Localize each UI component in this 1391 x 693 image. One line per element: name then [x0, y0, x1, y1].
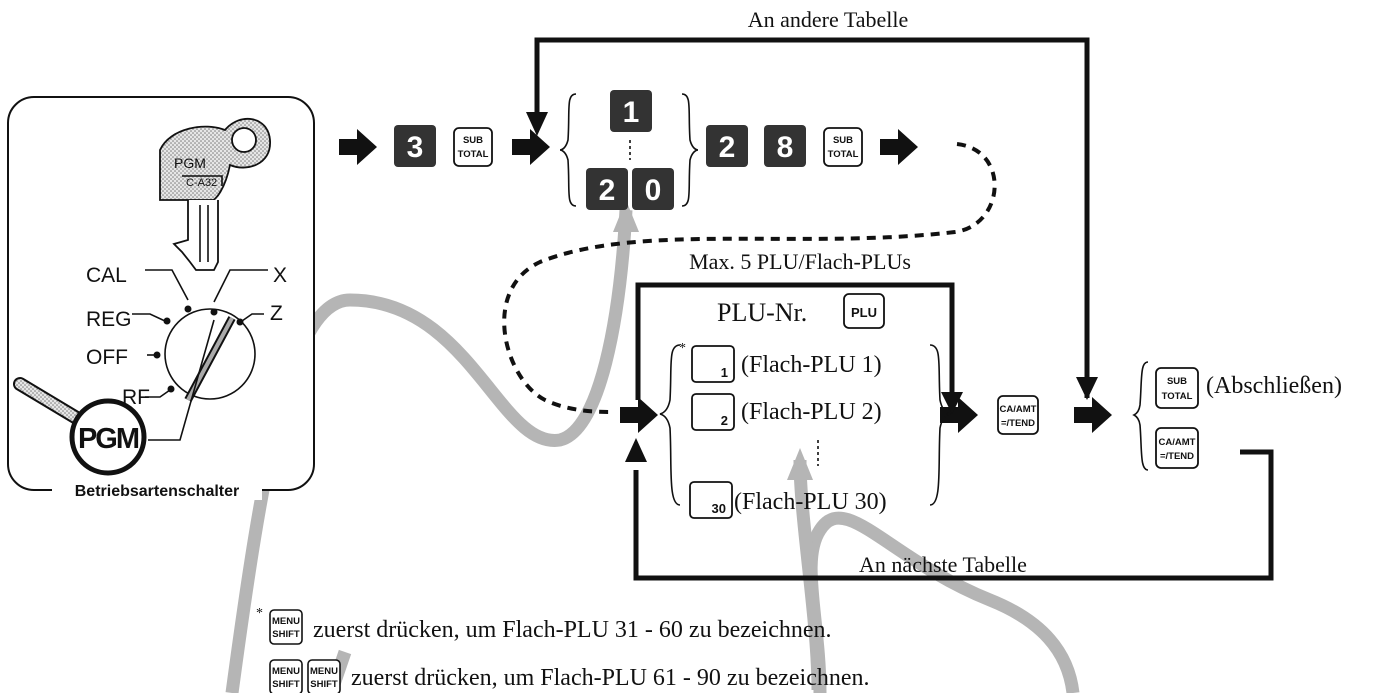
key-subtotal-second: SUB TOTAL: [823, 127, 863, 167]
svg-text:2: 2: [599, 174, 616, 207]
pgm-magnifier-icon: PGM: [13, 377, 147, 476]
arrow-icon: [940, 397, 978, 433]
label-flat-plu-1: (Flach-PLU 1): [741, 352, 882, 378]
svg-text:MENU: MENU: [272, 616, 300, 627]
svg-text:TOTAL: TOTAL: [828, 149, 859, 160]
key-1: 1: [610, 90, 652, 132]
key-flat-plu-2: 2: [691, 393, 735, 431]
svg-text:8: 8: [777, 131, 794, 164]
arrow-icon: [880, 129, 918, 165]
svg-text:CA/AMT: CA/AMT: [1159, 437, 1196, 448]
arrow-icon: [1074, 397, 1112, 433]
key-flat-plu-1: 1: [691, 345, 735, 383]
svg-text:SUB: SUB: [833, 135, 853, 146]
label-max-plu: Max. 5 PLU/Flach-PLUs: [689, 249, 911, 274]
position-rf: RF: [122, 386, 150, 409]
loop-next-table: An nächste Tabelle: [625, 438, 1274, 581]
key-model-label: C-A32: [186, 177, 217, 189]
svg-text:0: 0: [645, 174, 662, 207]
svg-text:MENU: MENU: [272, 666, 300, 677]
flow-arrows: [339, 129, 1112, 433]
svg-text:TOTAL: TOTAL: [458, 149, 489, 160]
key-menu-shift-2b: MENU SHIFT: [307, 659, 341, 693]
label-other-table: An andere Tabelle: [748, 7, 909, 32]
svg-text:1: 1: [721, 365, 728, 380]
label-finish: (Abschließen): [1206, 373, 1342, 399]
loop-other-table: An andere Tabelle: [526, 7, 1098, 400]
footnotes: * MENU SHIFT zuerst drücken, um Flach-PL…: [256, 606, 870, 693]
key-2-second: 2: [706, 125, 748, 167]
key-subtotal-finish: SUB TOTAL: [1155, 367, 1199, 409]
position-off: OFF: [86, 346, 128, 369]
label-plu-no: PLU-Nr.: [717, 298, 807, 327]
key-3: 3: [394, 125, 436, 167]
key-subtotal: SUB TOTAL: [453, 127, 493, 167]
key-2: 2: [586, 168, 628, 210]
key-menu-shift: MENU SHIFT: [269, 609, 303, 645]
label-flat-plu-30: (Flach-PLU 30): [734, 489, 887, 515]
svg-text:3: 3: [407, 131, 424, 164]
key-ca-amt-tend-second: CA/AMT =/TEND: [1155, 427, 1199, 469]
svg-text:SHIFT: SHIFT: [310, 679, 338, 690]
position-z: Z: [270, 302, 283, 325]
note-asterisk: *: [256, 606, 263, 621]
svg-text:TOTAL: TOTAL: [1162, 391, 1193, 402]
key-label: PGM: [174, 155, 206, 171]
svg-text:CA/AMT: CA/AMT: [1000, 404, 1037, 415]
key-plu: PLU: [843, 293, 885, 329]
svg-text:MENU: MENU: [310, 666, 338, 677]
key-ca-amt-tend: CA/AMT =/TEND: [997, 395, 1039, 435]
arrow-icon: [339, 129, 377, 165]
svg-text:=/TEND: =/TEND: [1160, 451, 1194, 462]
arrow-icon: [620, 397, 658, 433]
svg-text:SUB: SUB: [1167, 376, 1187, 387]
position-cal: CAL: [86, 264, 127, 287]
key-flat-plu-30: 30: [689, 481, 733, 519]
mode-switch-title: Betriebsartenschalter: [75, 483, 240, 500]
loop-max-plu: Max. 5 PLU/Flach-PLUs: [635, 249, 963, 414]
note-line-1: zuerst drücken, um Flach-PLU 31 - 60 zu …: [313, 617, 832, 643]
key-icon: PGM C-A32: [159, 117, 271, 271]
svg-text:=/TEND: =/TEND: [1001, 418, 1035, 429]
mode-switch-panel: PGM C-A32 CAL REG OFF RF X Z: [7, 96, 315, 500]
svg-text:2: 2: [721, 413, 728, 428]
svg-text:2: 2: [719, 131, 736, 164]
svg-text:PLU: PLU: [851, 305, 877, 320]
svg-text:SHIFT: SHIFT: [272, 679, 300, 690]
label-flat-plu-2: (Flach-PLU 2): [741, 399, 882, 425]
key-8: 8: [764, 125, 806, 167]
position-x: X: [273, 264, 287, 287]
svg-text:SHIFT: SHIFT: [272, 629, 300, 640]
position-reg: REG: [86, 308, 132, 331]
asterisk-mark: *: [679, 341, 686, 356]
dashed-connector: [502, 142, 997, 414]
note-line-2: zuerst drücken, um Flach-PLU 61 - 90 zu …: [351, 665, 870, 691]
pgm-badge: PGM: [78, 423, 139, 455]
key-menu-shift-2a: MENU SHIFT: [269, 659, 303, 693]
svg-text:SUB: SUB: [463, 135, 483, 146]
arrow-icon: [512, 129, 550, 165]
label-next-table: An nächste Tabelle: [859, 552, 1027, 577]
svg-text:1: 1: [623, 96, 640, 129]
svg-text:30: 30: [712, 501, 726, 516]
key-0: 0: [632, 168, 674, 210]
